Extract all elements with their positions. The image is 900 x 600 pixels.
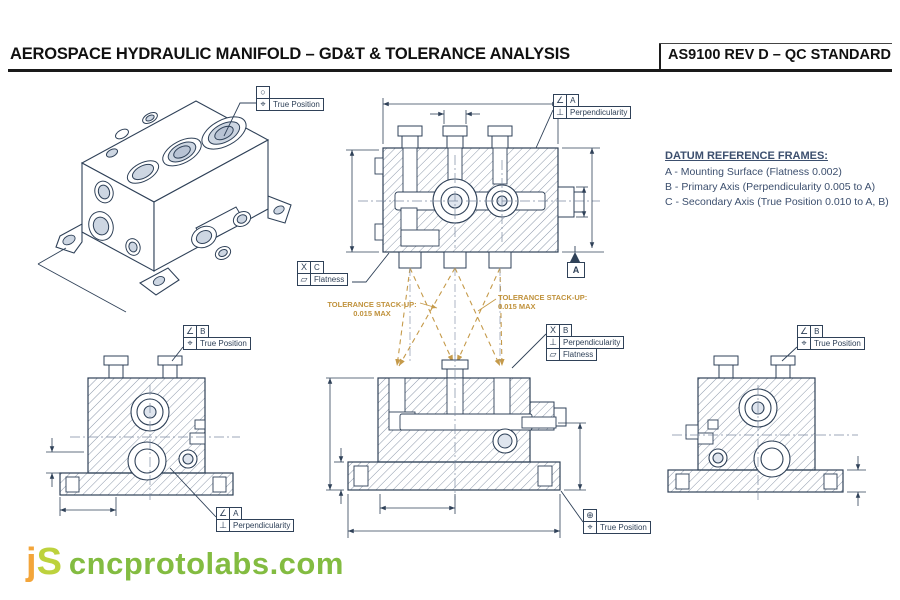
- fcf-label: Perpendicularity: [559, 337, 623, 348]
- stackup-right-line1: TOLERANCE STACK-UP:: [498, 293, 588, 302]
- stackup-traces: [395, 267, 505, 367]
- datum-note-heading: DATUM REFERENCE FRAMES:: [665, 150, 828, 162]
- drawing-canvas: [37, 98, 866, 538]
- fcf-label: Perpendicularity: [566, 107, 630, 118]
- logo-mark-j: j: [26, 541, 37, 583]
- datum-letter: B: [559, 325, 571, 336]
- fcf-front-true-position: ∠B ⌖True Position: [183, 325, 251, 350]
- side-view: [667, 355, 866, 506]
- datum-letter: C: [310, 262, 323, 273]
- datum-note-line-a: A - Mounting Surface (Flatness 0.002): [665, 166, 842, 178]
- position-icon: ⌖: [187, 338, 193, 348]
- datum-target-icon: ○: [260, 87, 266, 97]
- fcf-label: True Position: [596, 522, 650, 533]
- perpendicularity-icon: ⊥: [556, 107, 564, 117]
- header-rule: [8, 69, 892, 72]
- stackup-left-line1: TOLERANCE STACK-UP:: [327, 300, 417, 309]
- datum-letter: B: [810, 326, 822, 337]
- standard-label: AS9100 REV D – QC STANDARD: [668, 47, 891, 63]
- fcf-label: True Position: [810, 338, 864, 349]
- datum-note-line-c: C - Secondary Axis (True Position 0.010 …: [665, 196, 889, 208]
- stackup-leaders: [419, 298, 497, 312]
- fcf-label: Flatness: [559, 349, 596, 360]
- bottom-section-view: [326, 352, 586, 538]
- stackup-note-left: TOLERANCE STACK-UP: 0.015 MAX: [322, 300, 422, 318]
- port-centerlines: [409, 268, 501, 362]
- datum-letter: A: [566, 95, 578, 106]
- logo-domain: cncprotolabs.com: [68, 546, 344, 581]
- flatness-icon: ▱: [549, 349, 557, 359]
- perpendicularity-icon: ⊥: [219, 520, 227, 530]
- datum-target-icon: ⊕: [586, 510, 594, 520]
- header-divider: [659, 44, 661, 69]
- angle-icon: ∠: [556, 95, 565, 105]
- perpendicularity-icon: ⊥: [549, 337, 557, 347]
- datum-letter: X: [549, 325, 556, 335]
- fcf-bottom-true-position: ⊕ ⌖True Position: [583, 509, 651, 534]
- stackup-left-line2: 0.015 MAX: [353, 309, 391, 318]
- fcf-label: True Position: [269, 99, 323, 110]
- flatness-icon: ▱: [300, 274, 308, 284]
- datum-letter: A: [229, 508, 241, 519]
- datum-letter: B: [196, 326, 208, 337]
- position-icon: ⌖: [587, 522, 593, 532]
- datum-flag-a: A: [567, 262, 585, 278]
- fcf-label: Perpendicularity: [229, 520, 293, 531]
- datum-reference-note: DATUM REFERENCE FRAMES: A - Mounting Sur…: [665, 150, 900, 210]
- logo-mark-s: S: [36, 541, 62, 583]
- front-view: [46, 355, 240, 516]
- fcf-label: True Position: [196, 338, 250, 349]
- position-icon: ⌖: [801, 338, 807, 348]
- fcf-top-perpendicularity: ∠A ⊥Perpendicularity: [553, 94, 632, 119]
- iso-view: [37, 100, 292, 313]
- datum-note-line-b: B - Primary Axis (Perpendicularity 0.005…: [665, 181, 876, 193]
- angle-icon: ∠: [219, 508, 228, 518]
- fcf-label: Flatness: [310, 274, 347, 285]
- position-icon: ⌖: [260, 99, 266, 109]
- callout-leaders: [169, 102, 798, 523]
- fcf-iso-true-position: ○ ⌖True Position: [256, 86, 324, 111]
- header-topline: [659, 43, 892, 44]
- angle-icon: ∠: [800, 326, 809, 336]
- top-section-view: [346, 98, 604, 269]
- stackup-right-line2: 0.015 MAX: [498, 302, 536, 311]
- datum-letter: X: [300, 262, 307, 272]
- page-title: AEROSPACE HYDRAULIC MANIFOLD – GD&T & TO…: [10, 45, 570, 63]
- angle-icon: ∠: [186, 326, 195, 336]
- stackup-note-right: TOLERANCE STACK-UP: 0.015 MAX: [498, 293, 608, 311]
- fcf-front-perpendicularity: ∠A ⊥Perpendicularity: [216, 507, 295, 532]
- fcf-side-true-position: ∠B ⌖True Position: [797, 325, 865, 350]
